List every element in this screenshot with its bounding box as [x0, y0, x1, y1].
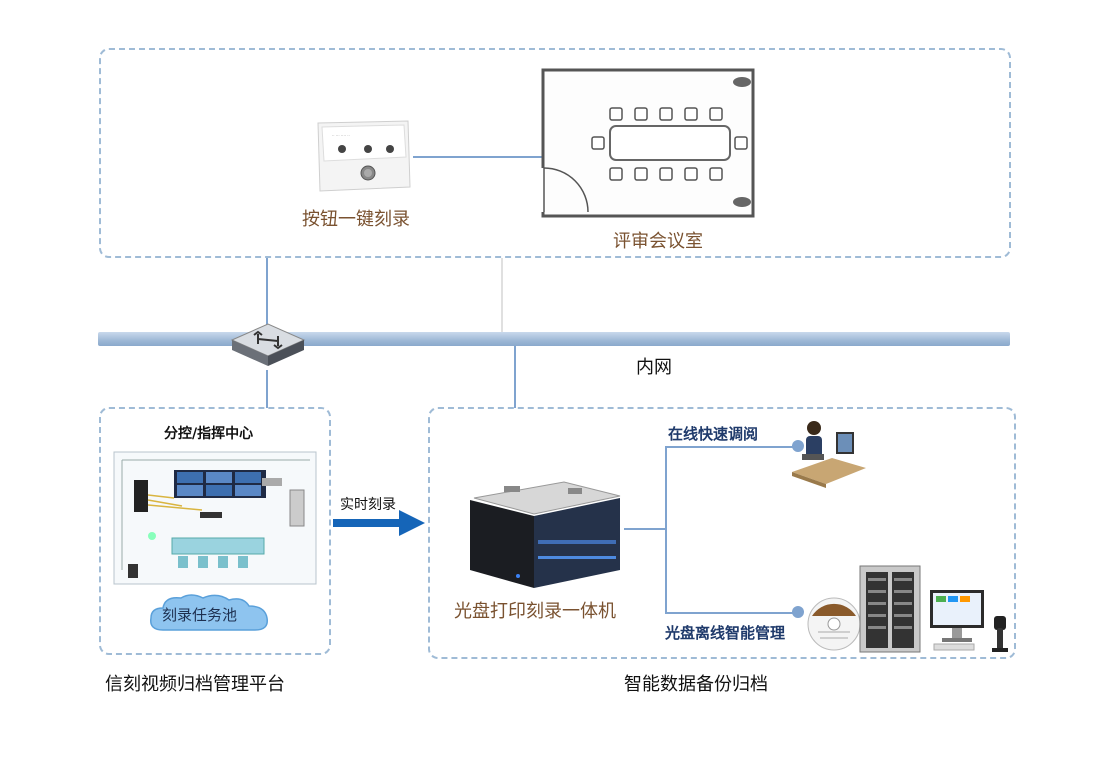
- online-branch-dot: [792, 440, 804, 452]
- disc-library-cabinet-icon: [858, 564, 922, 654]
- offline-management-label: 光盘离线智能管理: [665, 624, 786, 642]
- archive-zone-frame: [428, 407, 1016, 659]
- intranet-label: 内网: [636, 357, 672, 378]
- archive-network-connector: [514, 346, 516, 408]
- switch-bottom-connector: [266, 370, 268, 408]
- management-monitor-icon: [928, 588, 986, 652]
- control-center-frame: [99, 407, 331, 655]
- barcode-scanner-icon: [990, 614, 1010, 654]
- control-center-diagram: [112, 450, 318, 586]
- offline-branch: [665, 612, 795, 614]
- network-switch-icon: [228, 318, 308, 370]
- realtime-burn-arrow: [333, 510, 425, 536]
- meeting-room-label: 评审会议室: [613, 231, 703, 252]
- disc-printer-burner-label: 光盘打印刻录一体机: [454, 601, 616, 622]
- workstation-person-icon: [788, 418, 868, 490]
- intranet-bar: [98, 332, 1010, 346]
- offline-branch-dot: [792, 606, 804, 618]
- one-click-burn-device: ·· ··· ···· ··: [312, 117, 412, 195]
- meeting-zone-frame: [99, 48, 1011, 258]
- online-branch: [665, 446, 795, 448]
- disc-printer-burner-device: [464, 478, 624, 590]
- printer-branch-connector: [624, 528, 666, 530]
- online-review-label: 在线快速调阅: [668, 425, 759, 443]
- burn-task-pool-label: 刻录任务池: [162, 606, 238, 624]
- button-room-connector: [413, 156, 544, 158]
- room-network-connector: [501, 258, 503, 332]
- meeting-room-floorplan: [540, 68, 756, 220]
- smart-backup-caption: 智能数据备份归档: [624, 674, 768, 695]
- control-center-title: 分控/指挥中心: [164, 426, 254, 442]
- branch-trunk: [665, 446, 667, 614]
- realtime-burn-label: 实时刻录: [340, 497, 396, 513]
- archive-platform-caption: 信刻视频归档管理平台: [105, 674, 285, 695]
- archive-disc-icon: [806, 596, 862, 652]
- burn-task-pool-cloud: [145, 592, 273, 636]
- one-click-burn-label: 按钮一键刻录: [302, 209, 410, 230]
- svg-text:·· ··· ···· ··: ·· ··· ···· ··: [332, 133, 350, 138]
- switch-top-connector: [266, 258, 268, 332]
